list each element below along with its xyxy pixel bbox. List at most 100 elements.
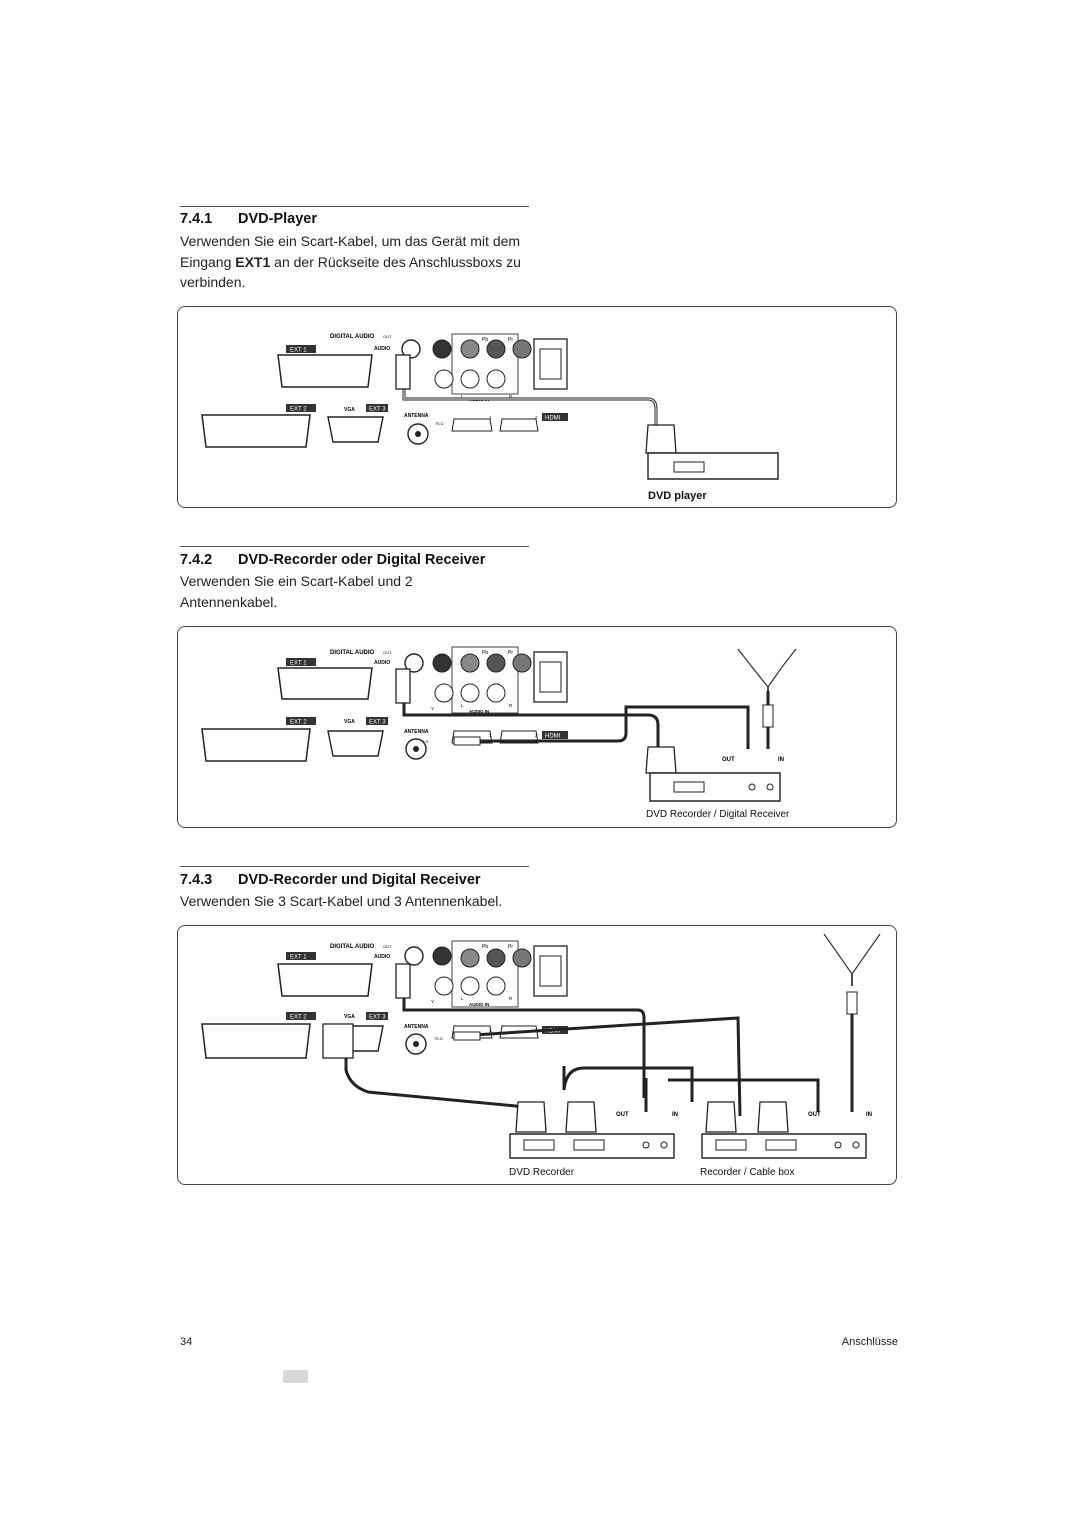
hdmi2-port (499, 418, 539, 432)
ext1-badge-2 (286, 658, 316, 666)
device-jack-b-2 (766, 783, 774, 791)
page-tab-marker (283, 1370, 308, 1383)
section-rule-2 (180, 546, 529, 547)
coax-out-jack-3 (432, 946, 452, 966)
dvd-player-caption: DVD player (648, 490, 707, 502)
hdmi1-port (451, 418, 493, 432)
antenna-cable-link-3 (644, 1078, 820, 1112)
label-pb-2: Pb (482, 650, 488, 656)
connection-diagram-2: DIGITAL AUDIO OUT EXT 1 AUDIO Pb Pr Y L … (201, 646, 797, 820)
label-audio: AUDIO (374, 346, 390, 352)
scart-plug-device-2 (645, 746, 677, 774)
jack-y-3 (460, 948, 480, 968)
section-text-3: Verwenden Sie 3 Scart-Kabel und 3 Antenn… (180, 893, 503, 909)
section-rule-1 (180, 206, 529, 207)
ext2-badge (286, 404, 316, 412)
hdmi-label: HDMI (545, 416, 561, 422)
cable-box-scart-a-3 (715, 1139, 747, 1151)
power-socket-inner (539, 348, 562, 380)
label-ohm-3: 75 Ω (434, 1036, 443, 1041)
ext2-scart-port-3 (201, 1023, 311, 1059)
dvd-recorder-scart-2 (673, 781, 705, 793)
vga-port-2 (327, 730, 384, 757)
antenna-plug-tv-3 (453, 1031, 481, 1041)
label-l-3: L (461, 996, 464, 1001)
scart-plug-tv-1 (395, 354, 411, 390)
label-digital-audio-3: DIGITAL AUDIO (330, 944, 375, 950)
label-r: R (509, 394, 513, 399)
jack-audio-l-3 (460, 976, 480, 996)
label-digital-audio-out-2: OUT (383, 650, 392, 655)
dvd-out-label-3: OUT (616, 1112, 629, 1118)
dvd-recorder-caption-3: DVD Recorder (509, 1167, 575, 1178)
ext2-badge-2 (286, 717, 316, 725)
label-pr-2: Pr (508, 650, 513, 656)
ext1-label-3: EXT 1 (290, 955, 307, 961)
jack-pb-2 (486, 653, 506, 673)
figure-panel-1: DIGITAL AUDIO OUT EXT 1 AUDIO Pb Pr L R … (177, 306, 897, 508)
scart-plug-rec-b-3 (757, 1101, 789, 1133)
tv-connector-panel-1: DIGITAL AUDIO OUT EXT 1 AUDIO Pb Pr L R … (201, 333, 568, 448)
aerial-icon-2 (737, 648, 797, 689)
label-digital-audio-2: DIGITAL AUDIO (330, 650, 375, 656)
section-title-3: DVD-Recorder und Digital Receiver (238, 872, 481, 888)
dvd-player-scart (673, 461, 705, 473)
label-vga-3: VGA (344, 1014, 355, 1020)
antenna-cable-tv-3 (457, 1016, 742, 1117)
label-pb: Pb (482, 337, 488, 343)
jack-audio-r (486, 369, 506, 389)
label-antenna: ANTENNA (404, 413, 429, 419)
hdmi-badge-2 (542, 731, 568, 739)
device-jack-a-2 (748, 783, 756, 791)
ext1-badge-3 (286, 952, 316, 960)
dvd-recorder-caption-2: DVD Recorder / Digital Receiver (646, 809, 790, 820)
hdmi-label-2: HDMI (545, 734, 561, 740)
section-text-1-bold: EXT1 (235, 253, 271, 270)
dvd-jack-b-3 (660, 1141, 668, 1149)
power-socket-inner-2 (539, 661, 562, 693)
jack-audio-r-2 (486, 683, 506, 703)
label-l: L (461, 394, 464, 399)
scart-plug-rec-a-3 (705, 1101, 737, 1133)
label-digital-audio-out: OUT (383, 334, 392, 339)
aerial-plug-2 (762, 704, 774, 728)
scart-cable-ext2-3 (344, 1044, 524, 1122)
scart-plug-tv-ext1-3 (395, 963, 411, 999)
label-r-2: R (509, 703, 513, 708)
dvd-recorder-device-2 (649, 772, 781, 802)
label-vga-2: VGA (344, 719, 355, 725)
hdmi-badge (542, 413, 568, 421)
ext2-label: EXT 2 (290, 407, 307, 413)
scart-cable-1-core (403, 367, 657, 425)
component-block-2 (451, 646, 519, 714)
label-ohm-2: 75 Ω (420, 739, 429, 744)
ext2-label-3: EXT 2 (290, 1015, 307, 1021)
ext2-scart-port (201, 414, 311, 448)
chapter-name: Anschlüsse (841, 1336, 898, 1348)
label-hdmi2-2: 2 (535, 733, 538, 738)
jack-audio-r-3 (486, 976, 506, 996)
label-antenna-2: ANTENNA (404, 729, 429, 735)
coax-out-jack-2 (432, 653, 452, 673)
label-y-2: Y (431, 706, 434, 711)
label-l-2: L (461, 703, 464, 708)
label-pr: Pr (508, 337, 513, 343)
dvd-in-label-3: IN (672, 1112, 678, 1118)
jack-video (434, 369, 454, 389)
ext3-label-3: EXT 3 (369, 1015, 386, 1021)
jack-pb (486, 339, 506, 359)
section-title-2: DVD-Recorder oder Digital Receiver (238, 552, 486, 568)
ext3-badge-3 (366, 1012, 388, 1020)
figure-panel-2: DIGITAL AUDIO OUT EXT 1 AUDIO Pb Pr Y L … (177, 626, 897, 828)
audio-out-jack (401, 339, 421, 359)
aerial-plug-3 (846, 991, 858, 1015)
section-text-1-b: an der Rückseite des Anschlussboxs zu ve… (180, 253, 521, 291)
hdmi-label-3: HDMI (545, 1029, 561, 1035)
dvd-player-device (647, 452, 779, 480)
section-title-1: DVD-Player (238, 211, 317, 227)
antenna-plug-tv-2 (453, 736, 481, 746)
section-number-2: 7.4.2 (180, 552, 213, 568)
ext1-scart-port-3 (277, 963, 373, 997)
ext1-label: EXT 1 (290, 348, 307, 354)
aerial-icon-3 (823, 933, 881, 976)
